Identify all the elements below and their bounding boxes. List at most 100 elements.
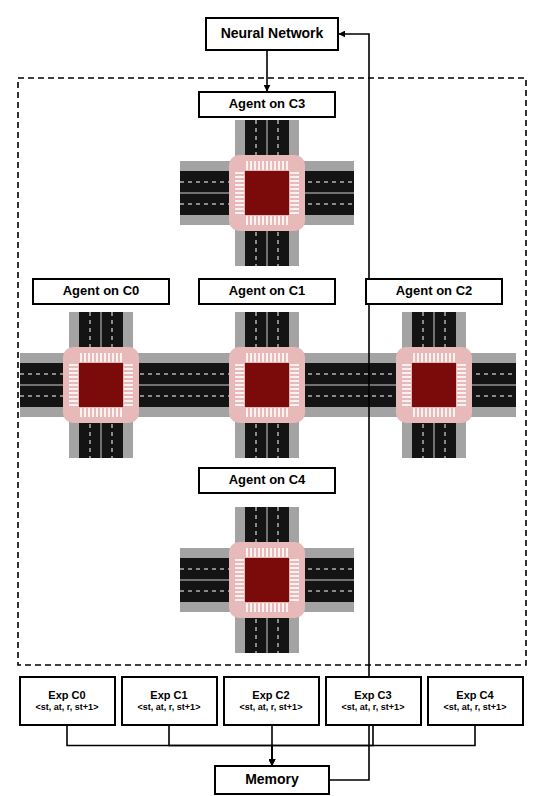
agent-label: Agent on C0	[32, 278, 170, 305]
box-title: Exp C0	[48, 689, 85, 703]
crosswalk	[290, 392, 299, 394]
crosswalk	[235, 400, 244, 402]
crosswalk	[402, 404, 411, 406]
crosswalk	[124, 364, 133, 366]
crosswalk	[290, 368, 299, 370]
crosswalk	[290, 591, 299, 593]
box-body: <st, at, r, st+1>	[138, 702, 201, 713]
crosswalk	[290, 180, 299, 182]
network-box: Neural Network	[205, 17, 339, 51]
crosswalk	[124, 392, 133, 394]
crosswalk	[69, 368, 78, 370]
crosswalk	[282, 408, 284, 417]
crosswalk	[120, 353, 122, 362]
crosswalk	[290, 188, 299, 190]
crosswalk	[290, 208, 299, 210]
crosswalk	[445, 353, 447, 362]
crosswalk	[425, 353, 427, 362]
crosswalk	[421, 408, 423, 417]
crosswalk	[235, 559, 244, 561]
crosswalk	[88, 408, 90, 417]
box-title: Memory	[245, 771, 299, 789]
box-title: Exp C4	[456, 689, 493, 703]
crosswalk	[270, 353, 272, 362]
crosswalk	[457, 384, 466, 386]
road	[79, 312, 123, 458]
crosswalk	[290, 184, 299, 186]
crosswalk	[69, 380, 78, 382]
road	[180, 171, 354, 215]
crosswalk	[258, 161, 260, 170]
crosswalk	[235, 567, 244, 569]
crosswalk	[413, 408, 415, 417]
crosswalk	[290, 388, 299, 390]
curb-corner	[63, 347, 139, 423]
crosswalk	[290, 575, 299, 577]
crosswalk	[235, 184, 244, 186]
crosswalk	[250, 161, 252, 170]
crosswalk	[402, 392, 411, 394]
crosswalk	[235, 200, 244, 202]
crosswalk	[246, 216, 248, 225]
crosswalk	[235, 583, 244, 585]
crosswalk	[69, 388, 78, 390]
crosswalk	[274, 603, 276, 612]
crosswalk	[290, 204, 299, 206]
crosswalk	[235, 380, 244, 382]
experience-box: Exp C2<st, at, r, st+1>	[223, 676, 320, 726]
crosswalk	[437, 353, 439, 362]
crosswalk	[290, 559, 299, 561]
crosswalk	[282, 353, 284, 362]
crosswalk	[290, 587, 299, 589]
crosswalk	[402, 384, 411, 386]
crosswalk	[116, 353, 118, 362]
crosswalk	[429, 408, 431, 417]
agent-label: Agent on C3	[198, 91, 336, 118]
crosswalk	[246, 161, 248, 170]
crosswalk	[278, 603, 280, 612]
curb-corner	[229, 347, 305, 423]
crosswalk	[266, 161, 268, 170]
crosswalk	[69, 400, 78, 402]
crosswalk	[417, 353, 419, 362]
crosswalk	[235, 587, 244, 589]
crosswalk	[266, 353, 268, 362]
box-title: Exp C1	[150, 689, 187, 703]
box-title: Neural Network	[221, 25, 324, 43]
crosswalk	[235, 575, 244, 577]
crosswalk	[235, 364, 244, 366]
flow-arrow	[169, 726, 272, 765]
crosswalk	[290, 200, 299, 202]
crosswalk	[290, 384, 299, 386]
crosswalk	[402, 388, 411, 390]
crosswalk	[457, 372, 466, 374]
crosswalk	[258, 548, 260, 557]
crosswalk	[270, 603, 272, 612]
crosswalk	[235, 591, 244, 593]
crosswalk	[235, 188, 244, 190]
crosswalk	[124, 376, 133, 378]
box-title: Agent on C2	[396, 283, 473, 299]
box-body: <st, at, r, st+1>	[36, 702, 99, 713]
road	[245, 312, 289, 458]
crosswalk	[290, 196, 299, 198]
crosswalk	[266, 603, 268, 612]
crosswalk	[262, 548, 264, 557]
crosswalk	[449, 408, 451, 417]
crosswalk	[120, 408, 122, 417]
crosswalk	[235, 212, 244, 214]
crosswalk	[124, 404, 133, 406]
crosswalk	[402, 396, 411, 398]
crosswalk	[441, 408, 443, 417]
crosswalk	[254, 548, 256, 557]
agent-label: Agent on C2	[365, 278, 503, 305]
road	[245, 120, 289, 266]
crosswalk	[254, 603, 256, 612]
crosswalk	[246, 548, 248, 557]
box-title: Agent on C4	[229, 472, 306, 488]
junction-box	[79, 363, 123, 407]
crosswalk	[425, 408, 427, 417]
crosswalk	[235, 579, 244, 581]
crosswalk	[290, 599, 299, 601]
crosswalk	[235, 204, 244, 206]
